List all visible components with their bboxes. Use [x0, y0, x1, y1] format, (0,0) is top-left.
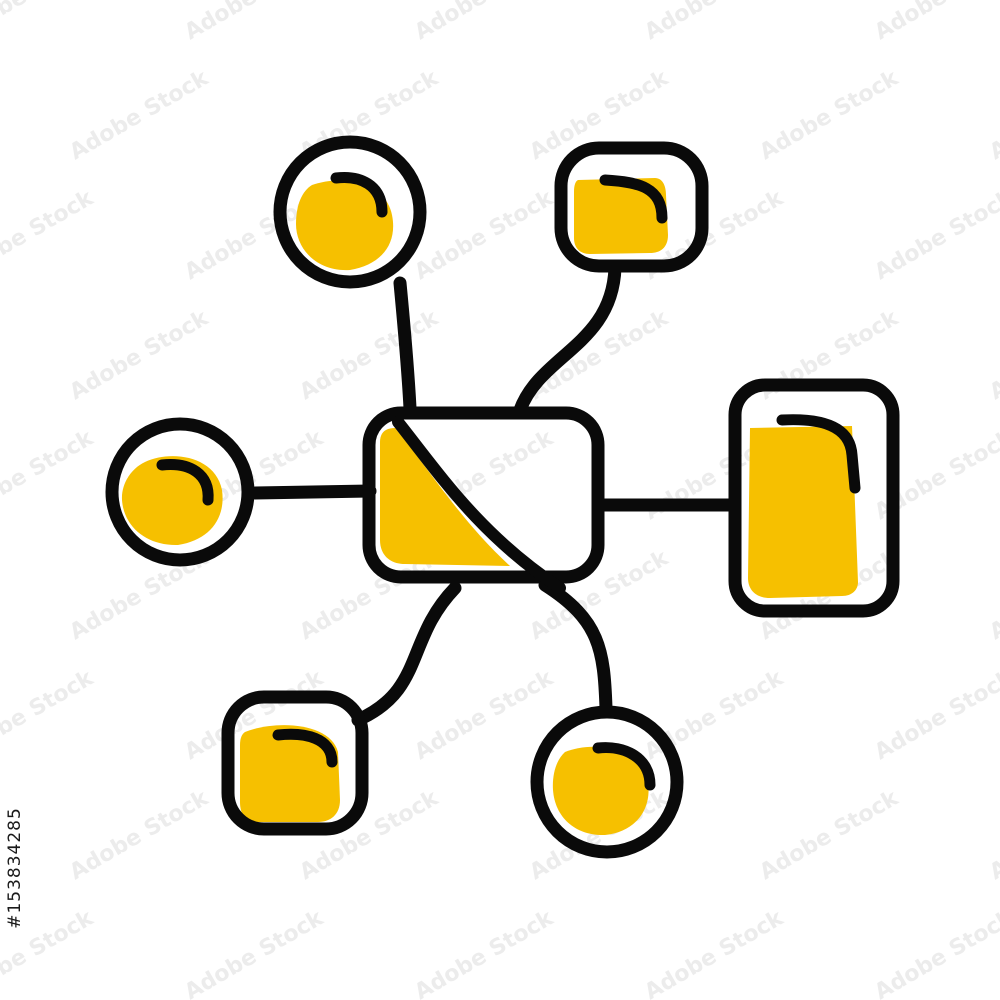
stock-id-text: #153834285 [5, 806, 25, 929]
watermark-text: Adobe Stock [66, 785, 214, 885]
watermark-text: Adobe Stock [411, 905, 559, 1000]
watermark-text: Adobe Stock [66, 305, 214, 405]
watermark-text: Adobe Stock [411, 185, 559, 285]
watermark-text: Adobe Stock [641, 905, 789, 1000]
node-circle-bottom-right [530, 705, 684, 859]
watermark-text: Adobe Stock [411, 665, 559, 765]
watermark-text: Adobe Stock [0, 0, 99, 45]
watermark-text: Adobe Stock [986, 785, 1000, 885]
watermark-text: Adobe Stock [871, 0, 1000, 45]
node-rect-right [728, 378, 900, 618]
watermark-text: Adobe Stock [0, 425, 99, 525]
watermark-text: Adobe Stock [0, 185, 99, 285]
watermark-text: Adobe Stock [411, 0, 559, 45]
connectors [248, 261, 742, 727]
watermark-text: Adobe Stock [986, 305, 1000, 405]
node-square-top-right [554, 141, 709, 273]
stock-id-label: #153834285 [2, 755, 28, 980]
connector-top-left [393, 276, 417, 415]
central-hub [362, 406, 605, 594]
watermark-text: Adobe Stock [756, 65, 904, 165]
watermark-text: Adobe Stock [0, 665, 99, 765]
connector-left [248, 484, 377, 500]
watermark-text: Adobe Stock [296, 305, 444, 405]
connector-top-right [513, 261, 622, 417]
node-circle-top-left [273, 135, 427, 289]
watermark-text: Adobe Stock [871, 185, 1000, 285]
node-square-bottom-left [221, 690, 369, 836]
connector-bottom-right [538, 578, 613, 715]
watermark-text: Adobe Stock [181, 905, 329, 1000]
watermark-text: Adobe Stock [986, 545, 1000, 645]
watermark-text: Adobe Stock [181, 0, 329, 45]
watermark-text: Adobe Stock [641, 0, 789, 45]
node-circle-left [105, 417, 255, 567]
watermark-text: Adobe Stock [871, 665, 1000, 765]
watermark-text: Adobe Stock [986, 65, 1000, 165]
watermark-text: Adobe Stock [756, 785, 904, 885]
watermark-text: Adobe Stock [66, 65, 214, 165]
connector-bottom-left [351, 581, 462, 727]
watermark-text: Adobe Stock [871, 905, 1000, 1000]
